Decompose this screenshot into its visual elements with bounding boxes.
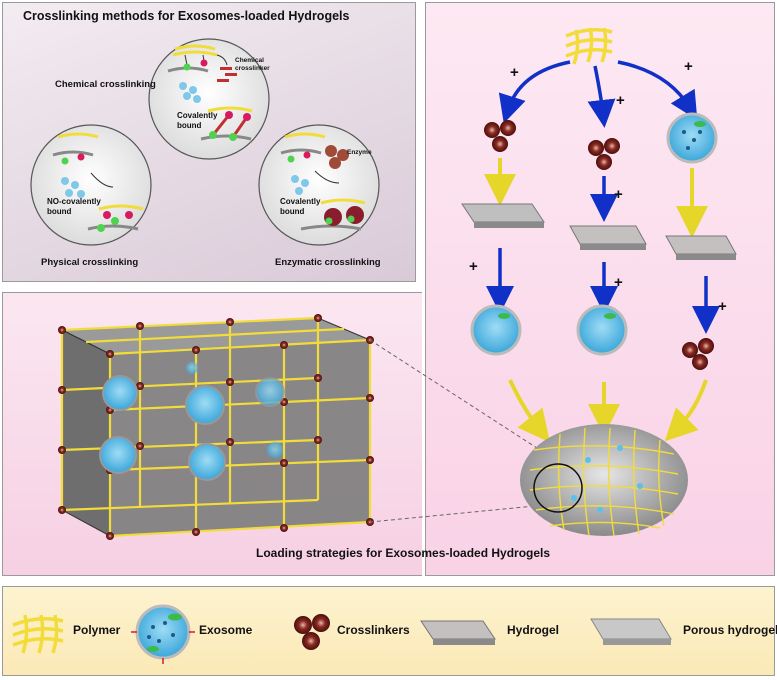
methods-illustration: [30, 38, 380, 246]
exosome-icon: [131, 604, 195, 664]
enzymatic-arrow: [314, 170, 340, 184]
enzyme-balls: [325, 145, 349, 169]
enzyme-label: Enzyme: [347, 149, 372, 156]
crosslinkers-icon: [294, 614, 330, 650]
plus-sign: +: [614, 274, 623, 291]
plus-sign: +: [614, 186, 623, 203]
plus-sign: +: [718, 298, 727, 315]
chemical-crosslinker-marks: [217, 67, 237, 82]
loading-title: Loading strategies for Exosomes-loaded H…: [256, 546, 551, 560]
methods-title: Crosslinking methods for Exosomes-loaded…: [23, 9, 350, 23]
chemical-arrow: [216, 54, 228, 66]
enzymatic-bound-label: Covalently bound: [280, 197, 321, 216]
chemical-label: Chemical crosslinking: [55, 79, 156, 90]
hydrogel-icon: [420, 620, 496, 645]
chemical-bound-label: Covalently bound: [177, 111, 218, 130]
legend-label: Polymer: [73, 623, 121, 637]
legend-label: Exosome: [199, 623, 253, 637]
enzymatic-exosomes: [291, 175, 309, 195]
physical-arrow: [90, 172, 114, 188]
legend-panel: Polymer Exosome Crosslinkers Hydrogel Po…: [2, 586, 777, 676]
plus-sign: +: [684, 58, 693, 75]
hydrogel-cube-panel: [2, 292, 422, 576]
legend-icons: [12, 604, 672, 664]
physical-bound-label: NO-covalently bound: [47, 197, 101, 216]
crosslinking-methods-panel: Crosslinking methods for Exosomes-loaded…: [2, 2, 416, 282]
legend-label: Crosslinkers: [337, 623, 410, 637]
porous-hydrogel-icon: [590, 618, 672, 645]
loading-strategies-panel: [425, 2, 775, 576]
physical-circle: [30, 124, 152, 246]
physical-polymer: [52, 132, 99, 165]
polymer-icon: [12, 614, 64, 654]
physical-label: Physical crosslinking: [41, 257, 139, 268]
plus-sign: +: [510, 64, 519, 81]
physical-exosomes: [61, 177, 85, 198]
enzymatic-polymer: [280, 132, 326, 163]
plus-sign: +: [616, 92, 625, 109]
enzymatic-bound: [300, 198, 366, 231]
chemical-crosslinker-label: Chemical crosslinker: [235, 57, 270, 72]
chemical-exosomes: [179, 82, 201, 103]
legend-label: Hydrogel: [507, 623, 560, 637]
chemical-bound: [200, 106, 253, 141]
legend-label: Porous hydrogel: [683, 623, 777, 637]
chemical-polymer-top: [167, 44, 218, 73]
plus-sign: +: [469, 258, 478, 275]
physical-bound: [87, 204, 144, 232]
enzymatic-label: Enzymatic crosslinking: [275, 257, 381, 268]
